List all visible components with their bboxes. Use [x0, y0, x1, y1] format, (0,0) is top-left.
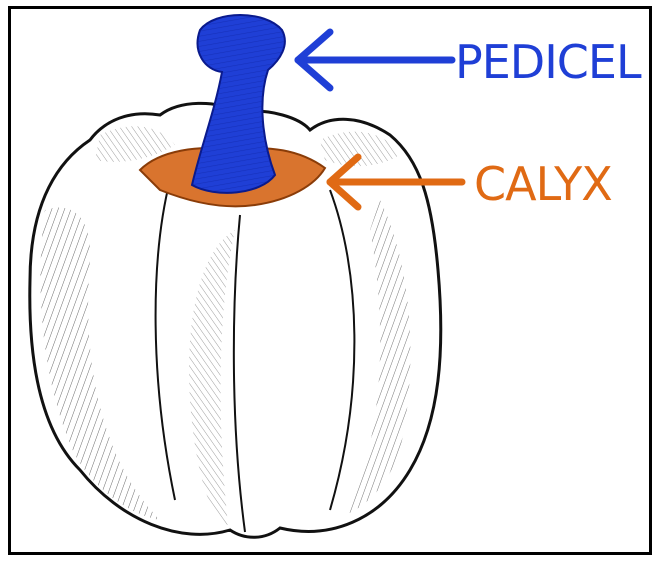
calyx-label: CALYX — [474, 157, 612, 211]
arrow-left-icon — [298, 32, 452, 88]
pedicel-label: PEDICEL — [455, 35, 642, 89]
